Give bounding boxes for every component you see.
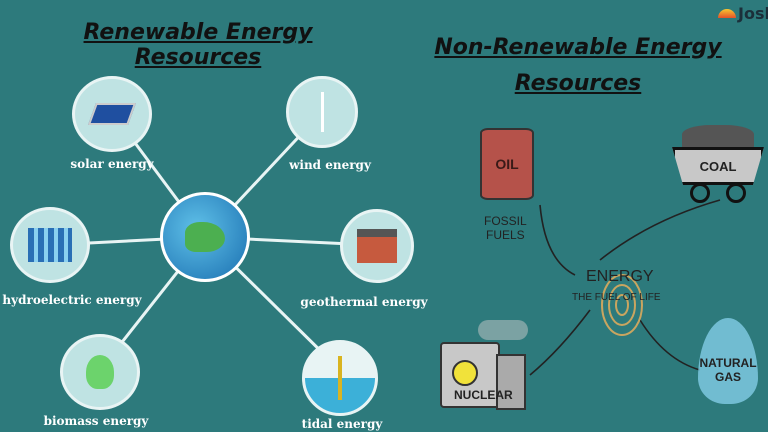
renewable-title: Renewable Energy Resources <box>83 20 313 70</box>
sun-icon <box>718 9 736 18</box>
energy-subtitle: THE FUEL OF LIFE <box>572 292 661 303</box>
coal-cart-icon: COAL <box>672 125 764 205</box>
tidal-energy-label: tidal energy <box>301 417 383 431</box>
geothermal-energy-icon <box>340 209 414 283</box>
biomass-energy-icon <box>60 334 140 410</box>
energy-title: ENERGY <box>586 268 654 285</box>
oil-barrel-icon: OIL <box>480 128 534 200</box>
wind-energy-label: wind energy <box>289 158 371 172</box>
hydroelectric-energy-label: hydroelectric energy <box>2 293 142 307</box>
nuclear-plant-icon: NUCLEAR <box>440 320 530 412</box>
solar-energy-label: solar energy <box>70 157 154 171</box>
biomass-energy-label: biomass energy <box>43 414 149 428</box>
globe-icon <box>160 192 250 282</box>
hydroelectric-energy-icon <box>10 207 90 283</box>
radiation-icon <box>452 360 478 386</box>
tidal-energy-icon <box>302 340 378 416</box>
geothermal-energy-label: geothermal energy <box>300 295 428 309</box>
solar-energy-icon <box>72 76 152 152</box>
logo: Josh <box>718 4 768 23</box>
wind-energy-icon <box>286 76 358 148</box>
